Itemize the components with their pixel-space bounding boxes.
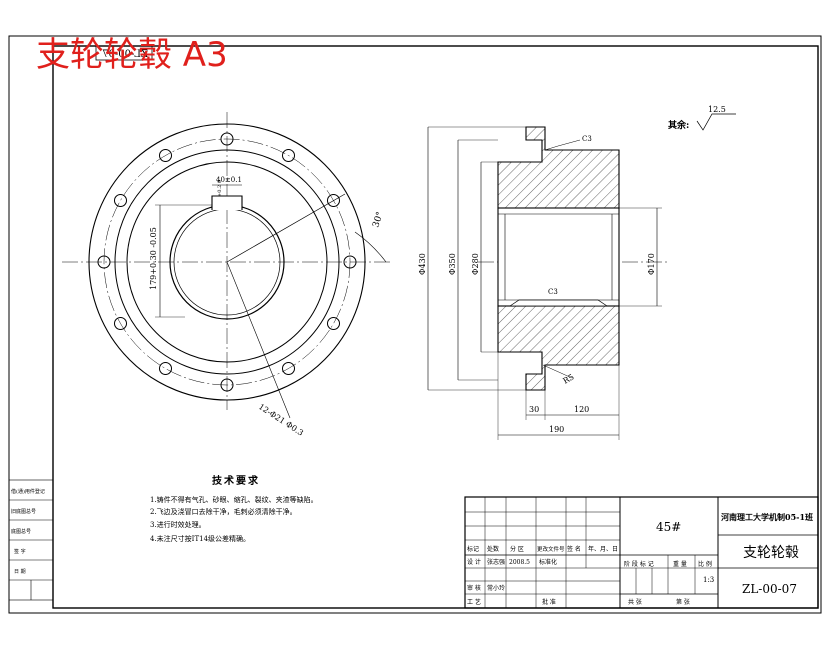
dim-120: 120 — [574, 405, 589, 414]
inner-border — [52, 45, 819, 609]
tech-req-item-1: 1.铸件不得有气孔、砂眼、缩孔、裂纹、夹渣等缺陷。 — [150, 496, 318, 504]
check-label: 审 核 — [467, 584, 481, 592]
approve-label: 批 准 — [542, 598, 556, 606]
title-block-grid — [464, 496, 819, 609]
roughness-symbol — [696, 113, 736, 131]
tech-req-title: 技术要求 — [212, 476, 260, 487]
stage-mark-label: 阶 段 标 记 — [624, 560, 654, 568]
hdr-zone: 分 区 — [510, 545, 524, 553]
tech-req-item-2: 2.飞边及浇冒口去除干净，毛刺必须清除干净。 — [150, 508, 297, 516]
dim-d350: Φ350 — [448, 253, 457, 275]
angle-dim: 30° — [371, 211, 385, 229]
outer-border — [8, 35, 822, 614]
front-view — [62, 112, 392, 419]
hdr-mark: 标记 — [467, 545, 479, 553]
weight-label: 重 量 — [673, 560, 687, 568]
left-strip-4: 签 字 — [14, 548, 26, 555]
dim-190: 190 — [549, 425, 564, 434]
depth-dim: 179+0.30 -0.05 — [149, 227, 158, 290]
tech-requirements: 技术要求 — [212, 472, 260, 487]
scale-value: 1:3 — [703, 576, 714, 584]
section-view — [427, 126, 668, 440]
holes-callout: 12-Φ21 Φ0.3 — [257, 402, 305, 438]
overlay-title: 支轮轮毂 A3 — [36, 35, 228, 75]
mirrored-code-text: ZL-00-07 — [102, 49, 148, 60]
keyway-tolerance: +0.2 0 — [217, 180, 223, 197]
hdr-date: 年、月、日 — [588, 545, 618, 553]
drawing-no: ZL-00-07 — [742, 582, 797, 596]
dim-d280: Φ280 — [471, 253, 480, 275]
design-label: 设 计 — [467, 558, 481, 566]
left-strip-5: 日 期 — [14, 569, 26, 575]
process-label: 工 艺 — [467, 598, 481, 606]
tech-req-item-4: 4.未注尺寸按IT14级公差精确。 — [150, 535, 251, 543]
scale-label: 比 例 — [698, 560, 712, 568]
dim-d430: Φ430 — [418, 253, 427, 275]
checker-name: 常小玲 — [487, 584, 505, 592]
design-date: 2008.5 — [509, 559, 530, 566]
keyway-width-dim: 40±0.1 — [216, 176, 242, 184]
designer-name: 张志强 — [487, 558, 505, 566]
left-strip — [8, 479, 54, 601]
left-strip-2: 旧底图总号 — [11, 508, 36, 515]
left-strip-1: 借(通)用件登记 — [11, 488, 45, 495]
dim-30: 30 — [529, 405, 539, 414]
sheet-number: 第 张 — [676, 598, 690, 606]
roughness-value: 12.5 — [708, 105, 726, 114]
hdr-sign: 签 名 — [567, 545, 581, 553]
hdr-count: 处数 — [487, 545, 499, 553]
tech-req-item-3: 3.进行时效处理。 — [150, 521, 206, 529]
standardization-label: 标准化 — [539, 558, 557, 566]
bolt-holes — [97, 132, 357, 392]
dim-d170: Φ170 — [647, 253, 656, 275]
organization: 河南理工大学机制05-1班 — [721, 512, 813, 522]
mirrored-code-box: ZL-00-07 — [95, 45, 153, 61]
chamfer-top-label: C3 — [582, 135, 592, 143]
left-strip-3: 底图总号 — [11, 528, 31, 535]
material: 45# — [656, 520, 681, 534]
hdr-docno: 更改文件号 — [537, 545, 565, 553]
sheet-total: 共 张 — [628, 598, 642, 606]
chamfer-bottom-label: C3 — [548, 288, 558, 296]
roughness-label: 其余: — [668, 119, 689, 131]
part-name: 支轮轮毂 — [743, 545, 799, 561]
